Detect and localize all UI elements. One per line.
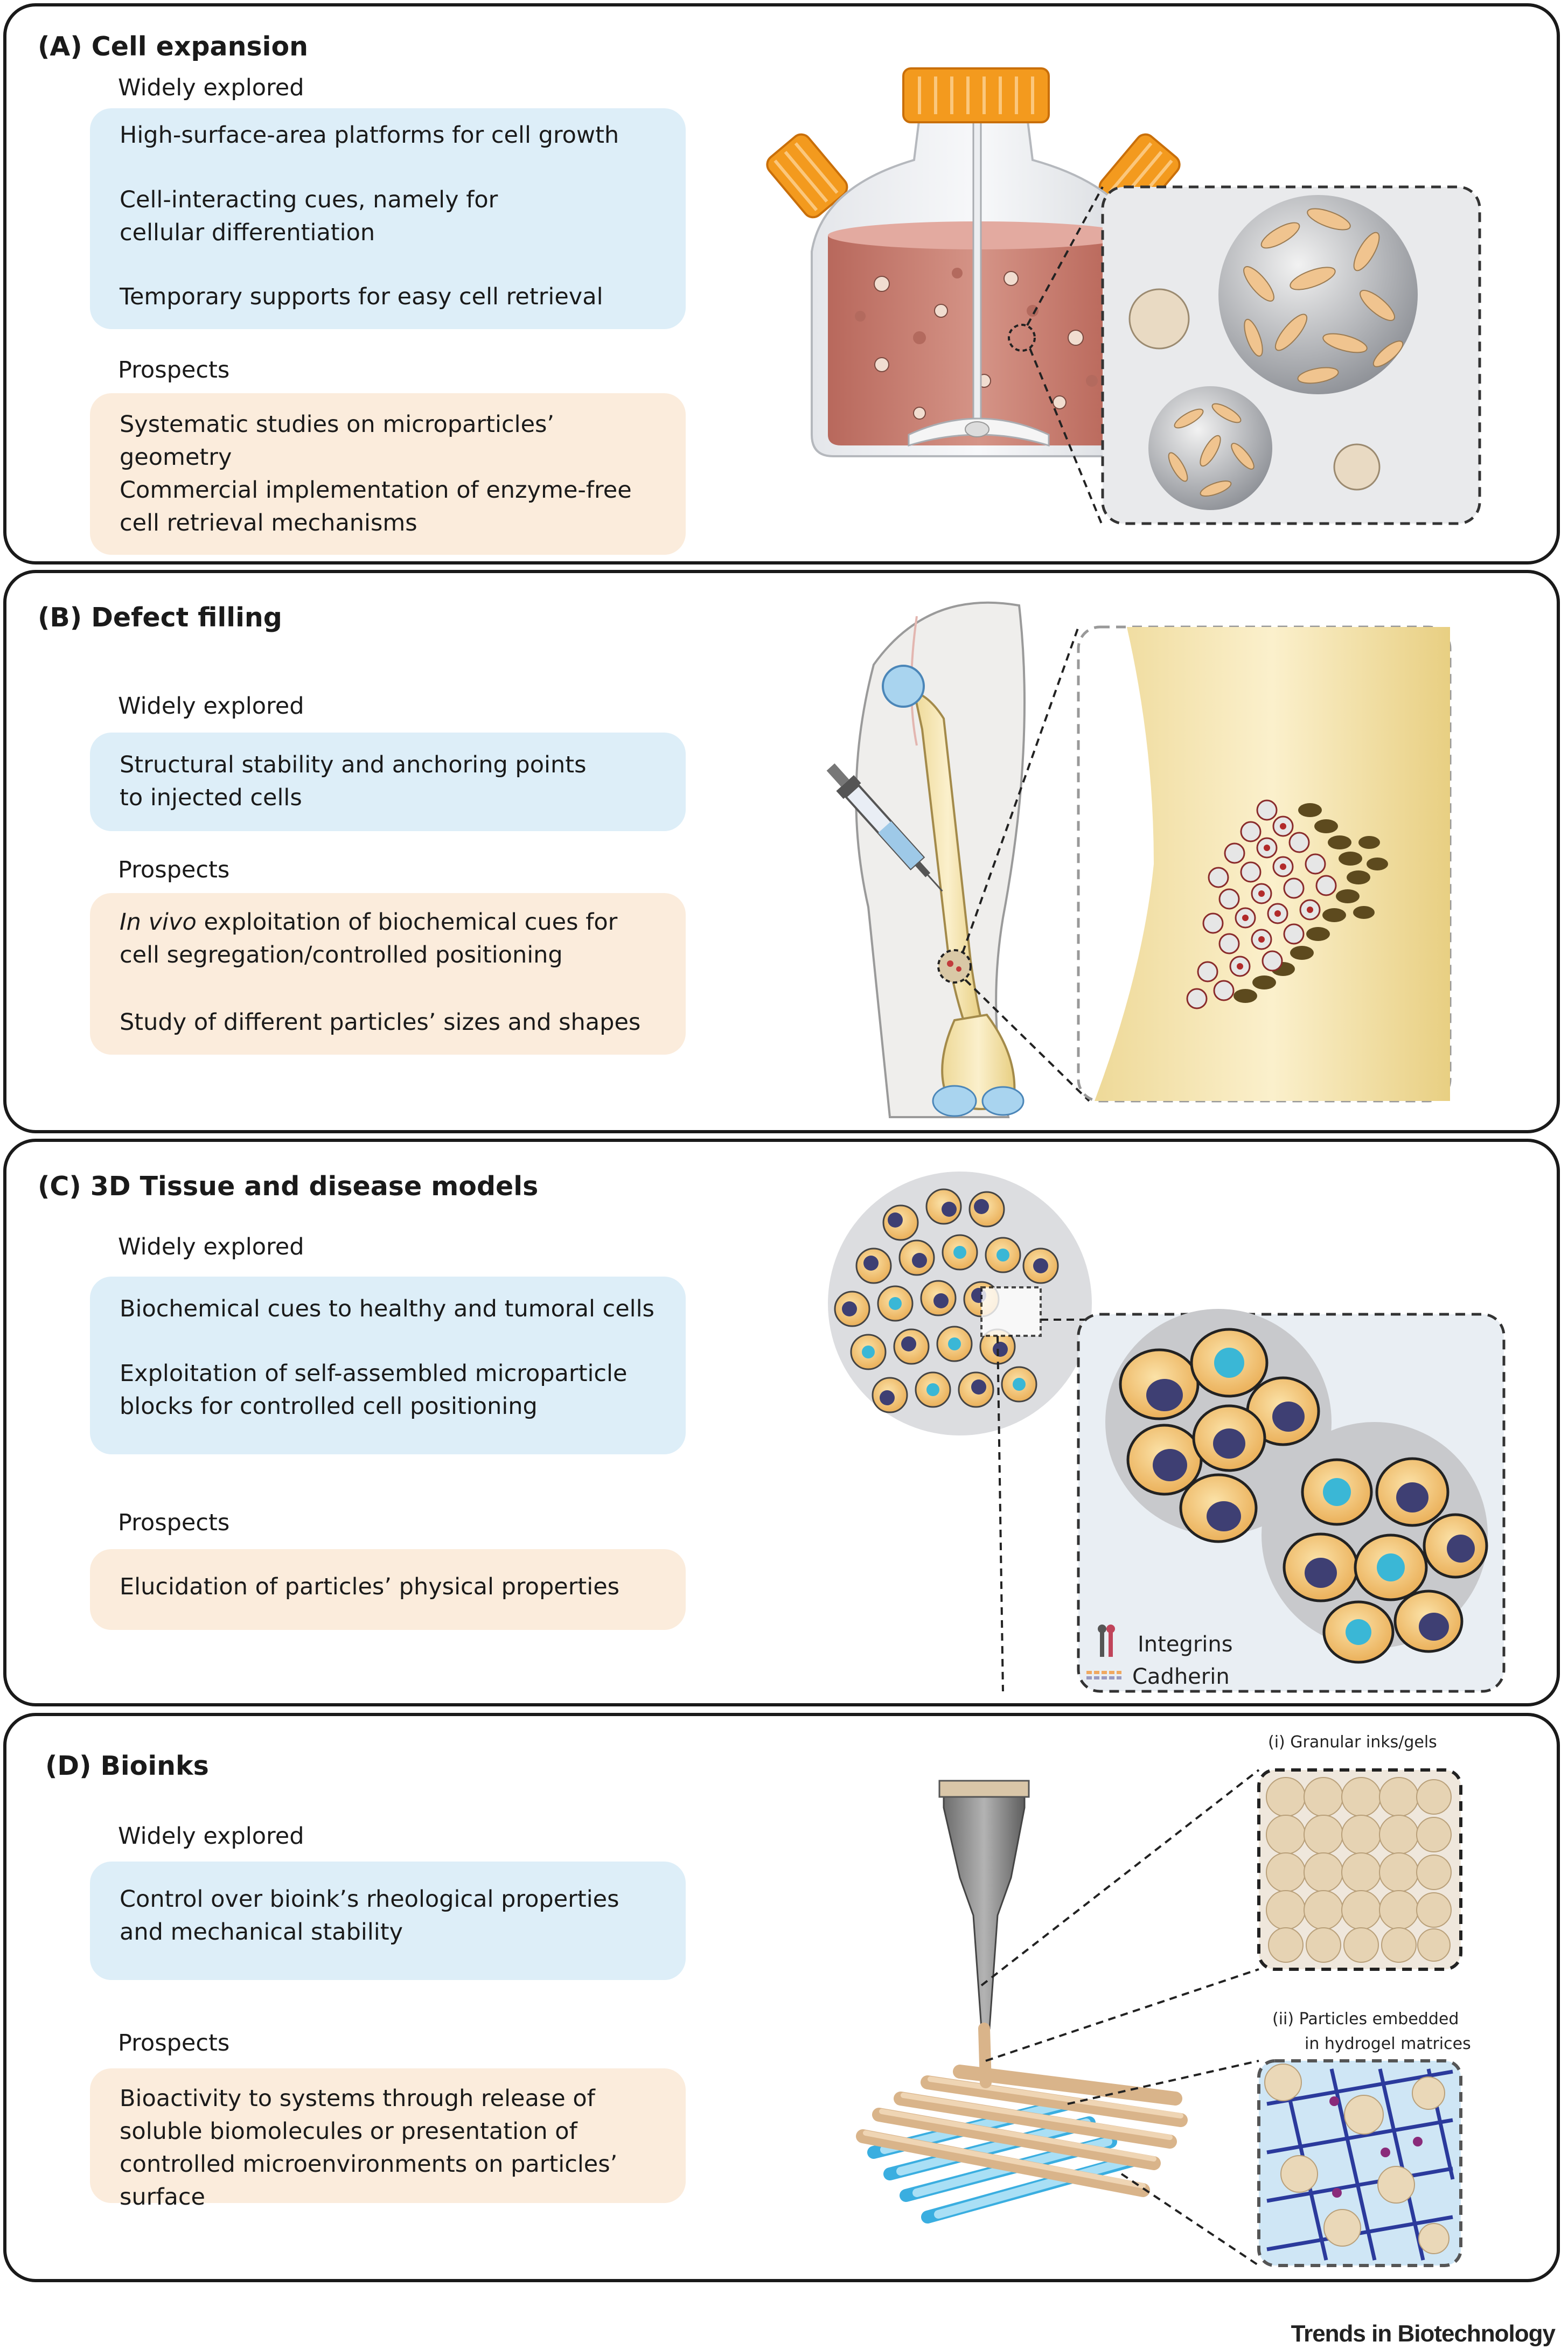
list-item: Bioactivity to systems through release o… (120, 2085, 618, 2211)
panel-cell-expansion: (A) Cell expansion Widely explored High-… (3, 3, 1560, 564)
list-item: Study of different particles’ sizes and … (120, 1009, 641, 1036)
widely-explored-box: High-surface-area platforms for cell gro… (90, 108, 686, 329)
panel-title: (D) Bioinks (45, 1751, 209, 1781)
list-item: In vivo exploitation of biochemical cues… (120, 906, 658, 972)
bioprinting-illustration: (i) Granular inks/gels (ii) Particles em… (856, 1733, 1471, 2267)
widely-explored-box: Structural stability and anchoring point… (90, 733, 686, 831)
list-item: Biochemical cues to healthy and tumoral … (120, 1295, 654, 1322)
prospects-box: In vivo exploitation of biochemical cues… (90, 893, 686, 1055)
panel-3d-tissue-models: (C) 3D Tissue and disease models Widely … (3, 1139, 1560, 1706)
panel-bioinks: (D) Bioinks Widely explored Control over… (3, 1713, 1560, 2282)
embedded-particles (1264, 2064, 1449, 2254)
prospects-box: Systematic studies on microparticles’ ge… (90, 393, 686, 555)
prospects-label: Prospects (118, 357, 230, 384)
list-item: Temporary supports for easy cell retriev… (120, 283, 603, 310)
prospects-box: Elucidation of particles’ physical prope… (90, 1549, 686, 1630)
widely-explored-label: Widely explored (118, 693, 304, 720)
cadherin-icon (1086, 1671, 1121, 1679)
list-item: Cell-interacting cues, namely for cellul… (120, 186, 498, 246)
widely-explored-box: Biochemical cues to healthy and tumoral … (90, 1277, 686, 1454)
hydrogel-matrices-label: in hydrogel matrices (1305, 2034, 1471, 2053)
panel-title: (B) Defect filling (38, 602, 282, 633)
list-item-text: exploitation of biochemical cues for cel… (120, 909, 618, 968)
large-bead (1218, 195, 1418, 394)
list-item: High-surface-area platforms for cell gro… (120, 122, 619, 149)
prospects-label: Prospects (118, 856, 230, 883)
integrins-icon (1098, 1625, 1115, 1657)
integrins-label: Integrins (1138, 1632, 1233, 1657)
granular-particles (1266, 1777, 1452, 1963)
list-item: Elucidation of particles’ physical prope… (120, 1573, 620, 1600)
leg-bone-illustration (826, 601, 1452, 1118)
prospects-label: Prospects (118, 1509, 230, 1536)
cadherin-label: Cadherin (1132, 1664, 1230, 1689)
list-item: Exploitation of self-assembled micropart… (120, 1360, 628, 1420)
widely-explored-box: Control over bioink’s rheological proper… (90, 1862, 686, 1980)
widely-explored-label: Widely explored (118, 1233, 304, 1260)
panel-defect-filling: (B) Defect filling Widely explored Struc… (3, 570, 1560, 1133)
bioreactor-illustration (766, 67, 1481, 527)
side-cap-left (766, 133, 848, 219)
prospects-label: Prospects (118, 2030, 230, 2057)
medium-bead (1148, 386, 1272, 510)
widely-explored-label: Widely explored (118, 1823, 304, 1850)
list-item: Commercial implementation of enzyme-free… (120, 477, 632, 536)
list-item: Structural stability and anchoring point… (120, 751, 587, 811)
panel-title: (C) 3D Tissue and disease models (38, 1171, 539, 1202)
granular-inks-label: (i) Granular inks/gels (1268, 1733, 1437, 1752)
list-item: Systematic studies on microparticles’ ge… (120, 411, 555, 471)
prospects-box: Bioactivity to systems through release o… (90, 2068, 686, 2211)
list-item: Control over bioink’s rheological proper… (120, 1886, 619, 1946)
panel-title: (A) Cell expansion (38, 31, 308, 62)
widely-explored-label: Widely explored (118, 74, 304, 101)
in-vivo-italic: In vivo (120, 909, 197, 936)
particles-embedded-label: (ii) Particles embedded (1272, 2010, 1459, 2029)
publisher-footer: Trends in Biotechnology (1291, 2320, 1556, 2347)
cell-aggregate-illustration: Integrins Cadherin (828, 1172, 1506, 1693)
syringe-icon (826, 763, 943, 892)
